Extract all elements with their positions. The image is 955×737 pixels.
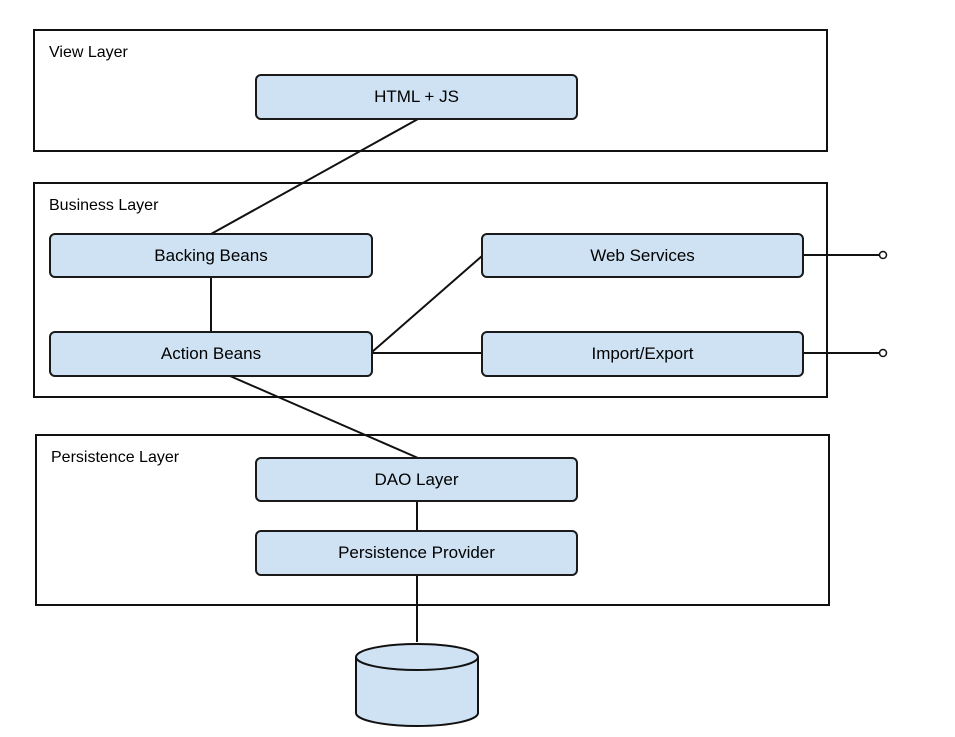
database-icon: [355, 643, 479, 727]
import-export-label: Import/Export: [591, 344, 694, 363]
business-layer-title: Business Layer: [49, 197, 159, 214]
dao-layer-label: DAO Layer: [374, 469, 459, 489]
html-js-box: HTML + JS: [255, 74, 578, 120]
web-services-box: Web Services: [481, 233, 804, 278]
persistence-provider-label: Persistence Provider: [338, 543, 495, 562]
connector-actionbeans-daolayer: [229, 375, 419, 459]
html-js-label: HTML + JS: [374, 87, 459, 106]
dao-layer-box: DAO Layer: [255, 457, 578, 502]
import-export-box: Import/Export: [481, 331, 804, 377]
action-beans-box: Action Beans: [49, 331, 373, 377]
web-services-endpoint-icon: [878, 250, 888, 260]
web-services-label: Web Services: [590, 245, 695, 265]
connector-actionbeans-webservices: [371, 255, 483, 353]
backing-beans-label: Backing Beans: [154, 245, 268, 265]
view-layer-title: View Layer: [49, 44, 128, 61]
persistence-layer-title: Persistence Layer: [51, 449, 180, 466]
persistence-provider-box: Persistence Provider: [255, 530, 578, 576]
connector-htmljs-backingbeans: [210, 118, 419, 235]
backing-beans-box: Backing Beans: [49, 233, 373, 278]
import-export-endpoint-icon: [878, 348, 888, 358]
action-beans-label: Action Beans: [160, 344, 262, 363]
